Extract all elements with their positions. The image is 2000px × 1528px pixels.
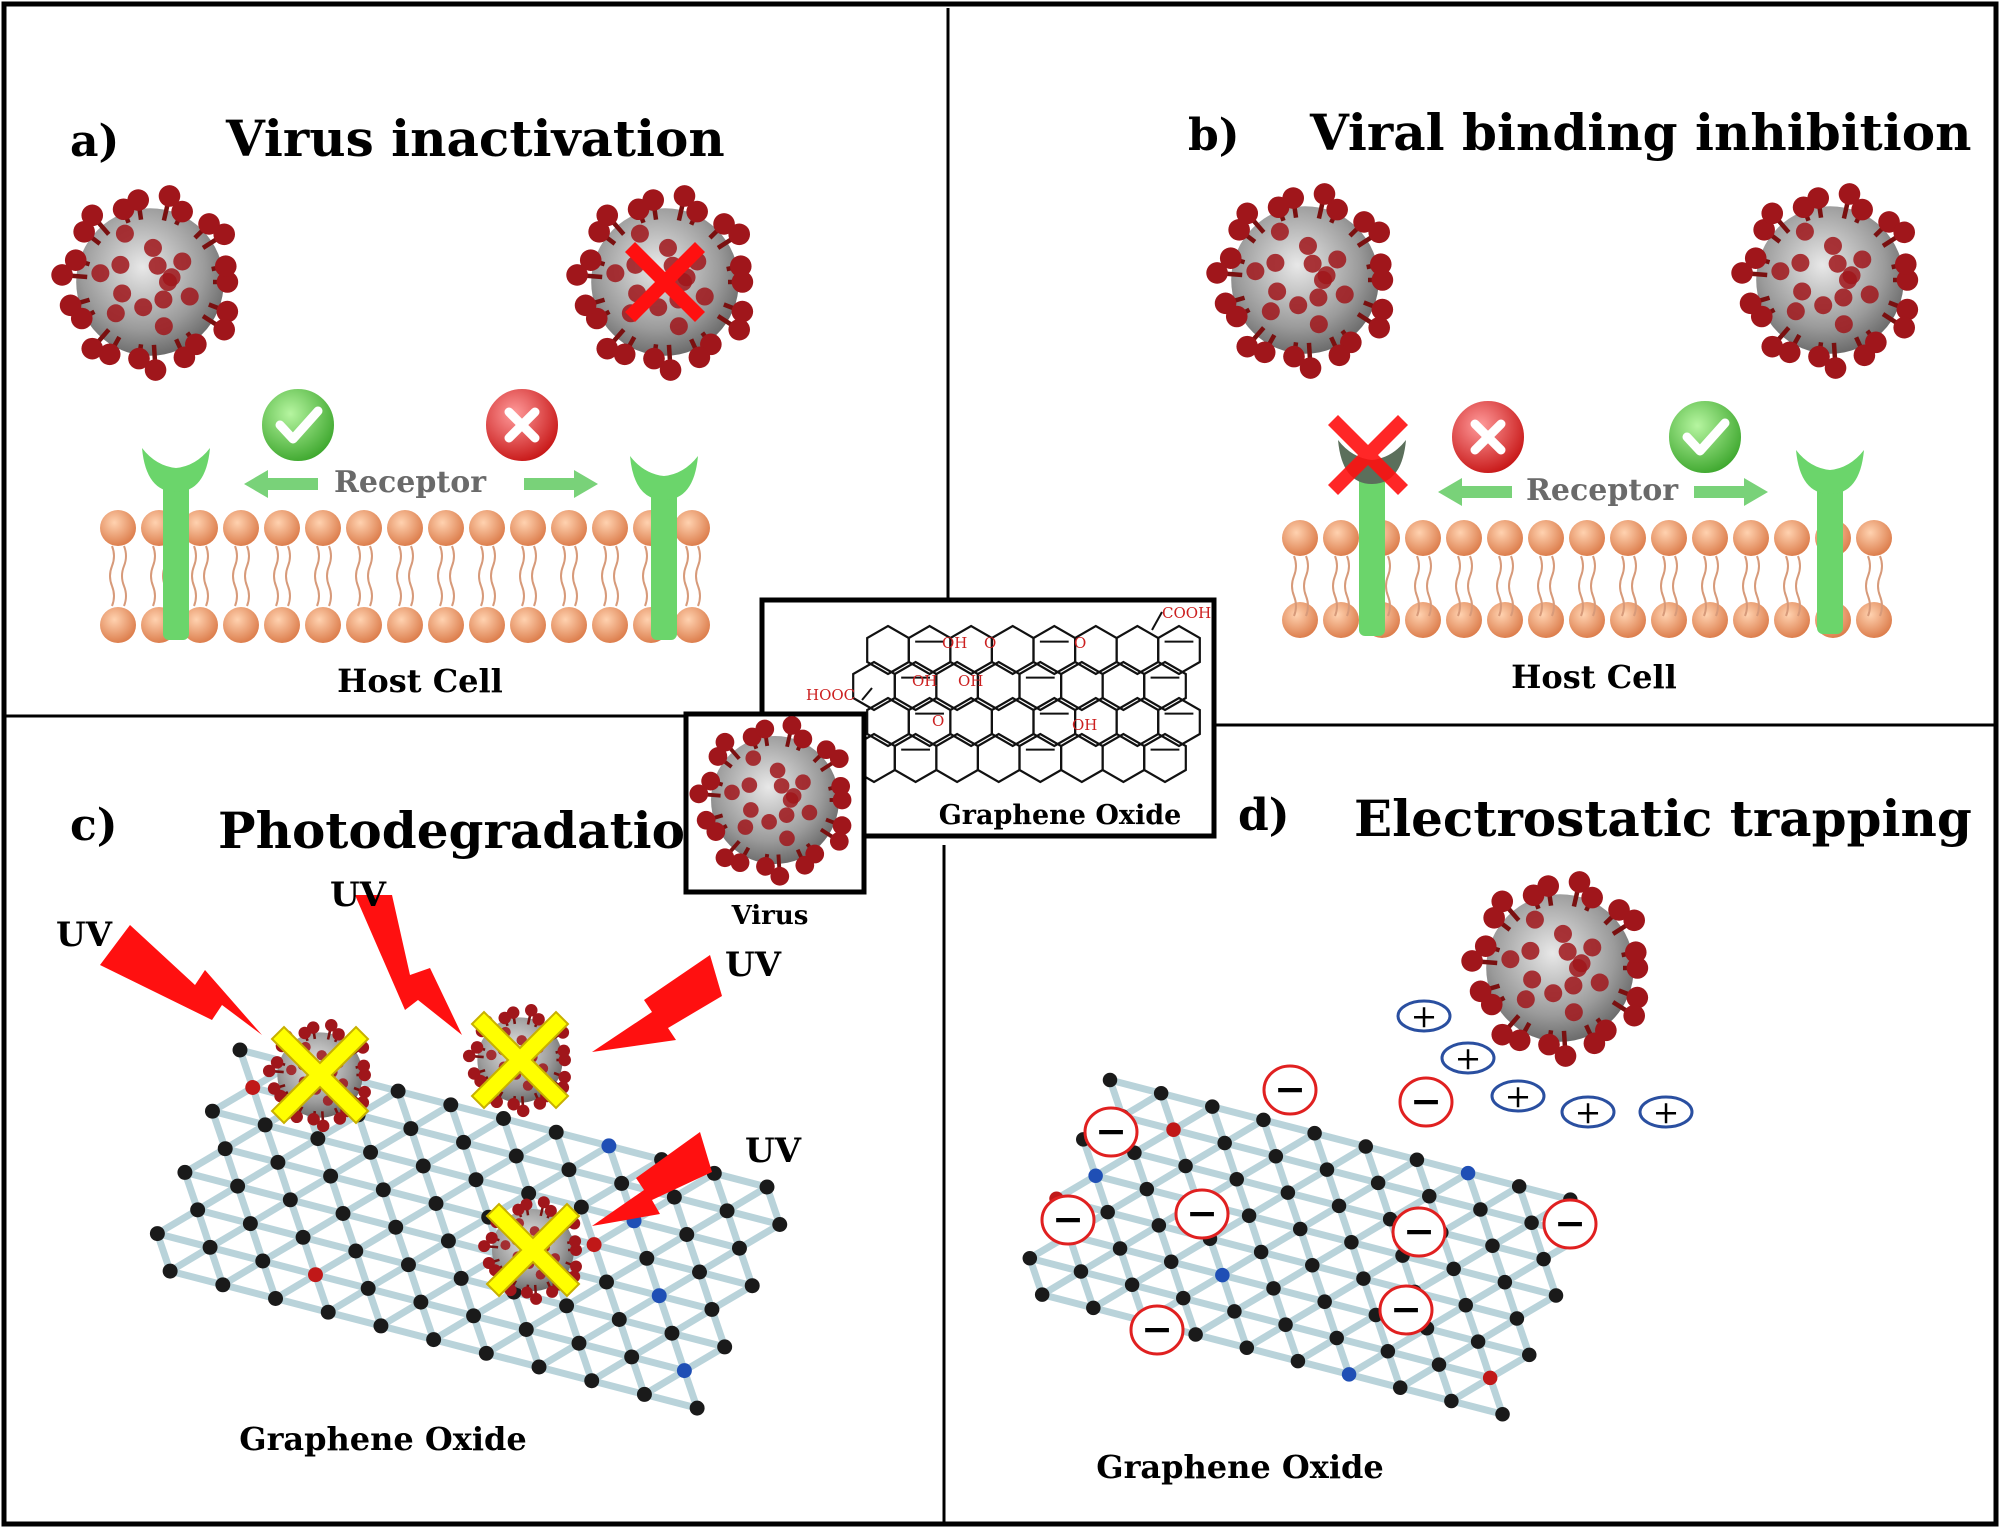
cross-mark-icon (470, 1010, 570, 1110)
negative-charge: − (1174, 1188, 1230, 1240)
virus-legend: Virus (683, 711, 867, 931)
negative-charge: − (1542, 1198, 1598, 1250)
membrane (100, 510, 710, 643)
panel-c-letter: c) (70, 800, 118, 851)
uv-label: UV (745, 1131, 802, 1171)
epoxy-group: O (1074, 634, 1086, 652)
virus-icon (1731, 183, 1919, 379)
svg-text:+: + (1653, 1093, 1680, 1131)
negative-charge: − (1040, 1194, 1096, 1246)
panel-d-letter: d) (1238, 790, 1290, 841)
negative-charge: − (1262, 1064, 1318, 1116)
epoxy-group: O (932, 712, 944, 730)
svg-text:+: + (1505, 1077, 1532, 1115)
graphene-oxide-label: Graphene Oxide (239, 1420, 527, 1458)
virus-icon (51, 185, 239, 381)
negative-charges: −−−−−−−−− (1040, 1064, 1598, 1356)
virus-label: Virus (731, 901, 809, 931)
virus-icon (1461, 871, 1649, 1067)
receptor-left (142, 448, 210, 640)
panel-a: Receptor Host Cell (51, 185, 754, 700)
graphene-sheet-icon (149, 1042, 788, 1416)
panel-titles: a) Virus inactivation b) Viral binding i… (70, 103, 1972, 860)
negative-charge: − (1083, 1106, 1139, 1158)
positive-charge: + (1396, 997, 1452, 1035)
panel-a-title: Virus inactivation (225, 109, 725, 168)
negative-charge: − (1129, 1304, 1185, 1356)
checkmark-icon (258, 385, 338, 465)
svg-text:−: − (1274, 1066, 1306, 1111)
panel-d: +++++ −−−−−−−−− Graphene Oxide (1022, 871, 1694, 1486)
cross-mark-icon (1328, 415, 1408, 495)
graphene-oxide-label: Graphene Oxide (939, 800, 1182, 831)
receptor-label: Receptor (334, 465, 487, 500)
cross-mark-icon (270, 1025, 370, 1125)
negative-charge: − (1391, 1206, 1447, 1258)
panel-b-title: Viral binding inhibition (1309, 103, 1971, 162)
reject-icon (1448, 397, 1528, 477)
svg-text:−: − (1095, 1108, 1127, 1153)
panel-d-title: Electrostatic trapping (1354, 789, 1972, 848)
positive-charge: + (1560, 1093, 1616, 1131)
receptor-arrows (1438, 478, 1768, 506)
svg-text:−: − (1390, 1286, 1422, 1331)
graphene-oxide-formula (852, 611, 1201, 784)
host-cell-label: Host Cell (1511, 658, 1677, 696)
virus-icon (1206, 183, 1394, 379)
panel-b-letter: b) (1188, 110, 1240, 161)
virus-icon (689, 716, 852, 886)
panel-b: Receptor Host Cell (1206, 183, 1919, 696)
uv-label: UV (330, 875, 387, 915)
receptor-arrows (244, 470, 598, 498)
svg-text:−: − (1403, 1208, 1435, 1253)
svg-text:−: − (1410, 1078, 1442, 1123)
uv-label: UV (56, 915, 113, 955)
uv-labels: UV UV UV UV (56, 875, 802, 1171)
uv-label: UV (725, 945, 782, 985)
svg-text:−: − (1186, 1190, 1218, 1235)
positive-charge: + (1440, 1039, 1496, 1077)
graphene-sheet-icon (1022, 1072, 1590, 1422)
svg-text:−: − (1554, 1200, 1586, 1245)
panel-a-letter: a) (70, 116, 119, 167)
reject-icon (482, 385, 562, 465)
oh-group: OH (942, 634, 967, 652)
negative-charge: − (1398, 1076, 1454, 1128)
host-cell-label: Host Cell (337, 662, 503, 700)
positive-charge: + (1490, 1077, 1546, 1115)
cross-mark-icon (625, 242, 705, 322)
cross-mark-icon (485, 1202, 581, 1298)
hooc-group: HOOC (806, 686, 855, 704)
receptor-label: Receptor (1526, 473, 1679, 508)
cooh-group: COOH (1162, 604, 1211, 622)
panel-c-title: Photodegradation (218, 801, 721, 860)
panel-c: UV UV UV UV Graphene Oxide (56, 875, 802, 1458)
svg-text:+: + (1411, 997, 1438, 1035)
checkmark-icon (1665, 397, 1745, 477)
svg-text:+: + (1455, 1039, 1482, 1077)
svg-text:−: − (1052, 1196, 1084, 1241)
receptor-right (1796, 450, 1864, 634)
epoxy-group: O (984, 634, 996, 652)
positive-charge: + (1638, 1093, 1694, 1131)
receptor-right (630, 456, 698, 640)
positive-charges: + + + + + (1396, 997, 1694, 1131)
lightning-icon (100, 895, 722, 1226)
oh-group: OH (912, 672, 937, 690)
oh-group: OH (1072, 716, 1097, 734)
svg-text:−: − (1141, 1306, 1173, 1351)
oh-group: OH (958, 672, 983, 690)
svg-text:+: + (1575, 1093, 1602, 1131)
graphene-oxide-label: Graphene Oxide (1096, 1448, 1384, 1486)
negative-charge: − (1378, 1284, 1434, 1336)
